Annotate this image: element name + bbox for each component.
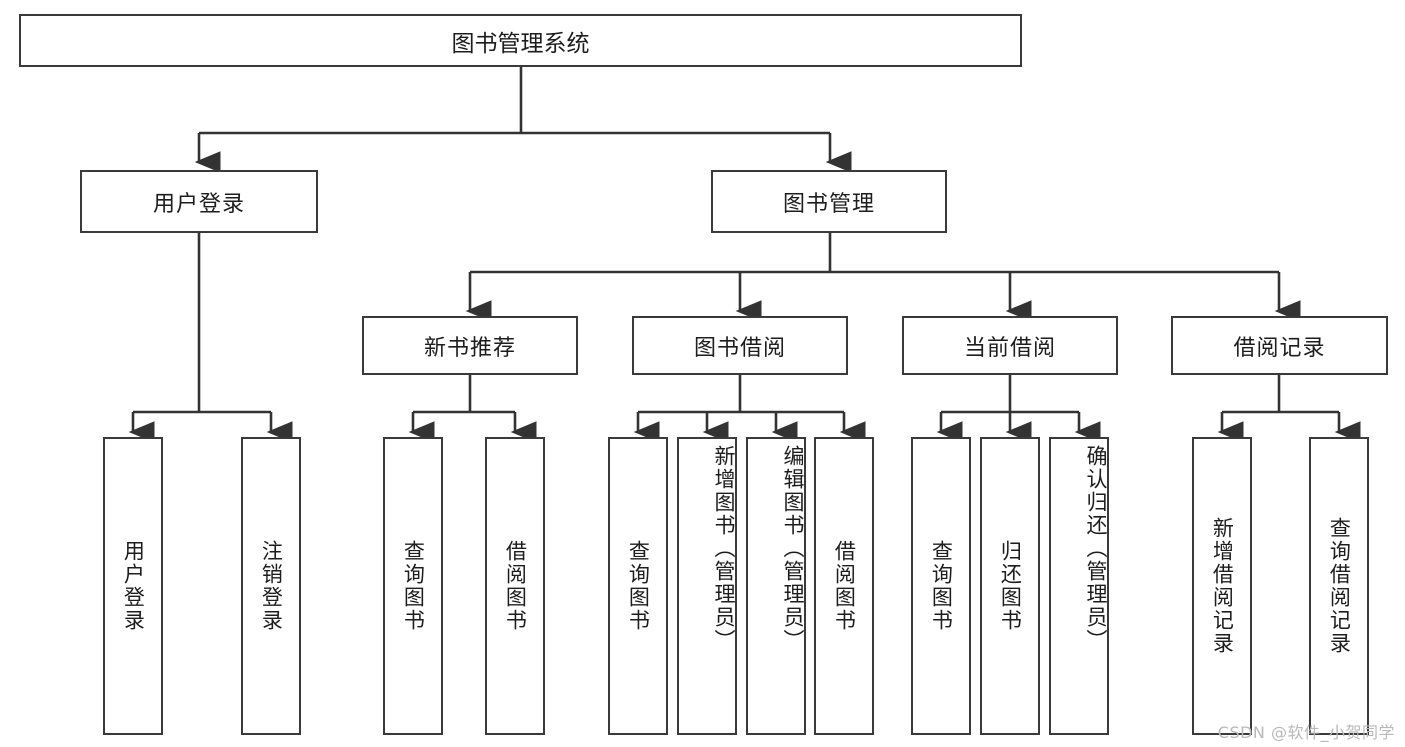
- leaf-query-book-2[interactable]: 查询图书: [608, 437, 668, 735]
- node-user-login-label: 用户登录: [152, 191, 245, 217]
- leaf-query-book-2-label: 查询图书: [626, 540, 651, 632]
- leaf-add-book-label: 新增图书（管理员）: [712, 445, 736, 652]
- leaf-query-record-label: 查询借阅记录: [1327, 517, 1352, 655]
- leaf-borrow-book-1-label: 借阅图书: [503, 540, 528, 632]
- leaf-logout[interactable]: 注销登录: [241, 437, 301, 735]
- leaf-query-book-1-label: 查询图书: [401, 540, 426, 632]
- leaf-borrow-book-2[interactable]: 借阅图书: [814, 437, 874, 735]
- leaf-borrow-book-1[interactable]: 借阅图书: [485, 437, 545, 735]
- leaf-edit-book-label: 编辑图书（管理员）: [781, 445, 805, 652]
- leaf-confirm-return-label: 确认归还（管理员）: [1084, 445, 1108, 652]
- leaf-return-book-label: 归还图书: [998, 540, 1023, 632]
- node-book-management-label: 图书管理: [782, 191, 875, 217]
- node-book-borrow-label: 图书借阅: [693, 335, 786, 361]
- node-book-borrow[interactable]: 图书借阅: [632, 316, 848, 375]
- node-new-book-recommend[interactable]: 新书推荐: [362, 316, 578, 375]
- leaf-confirm-return[interactable]: 确认归还（管理员）: [1049, 437, 1109, 735]
- leaf-add-record-label: 新增借阅记录: [1210, 517, 1235, 655]
- leaf-add-record[interactable]: 新增借阅记录: [1192, 437, 1252, 735]
- node-user-login[interactable]: 用户登录: [80, 170, 318, 233]
- leaf-user-login[interactable]: 用户登录: [103, 437, 163, 735]
- node-current-borrow-label: 当前借阅: [963, 335, 1056, 361]
- node-borrow-record-label: 借阅记录: [1233, 335, 1326, 361]
- leaf-query-book-1[interactable]: 查询图书: [383, 437, 443, 735]
- node-root-system[interactable]: 图书管理系统: [19, 14, 1022, 67]
- csdn-watermark: CSDN @软件_小贺同学: [1217, 723, 1395, 742]
- node-current-borrow[interactable]: 当前借阅: [902, 316, 1118, 375]
- leaf-return-book[interactable]: 归还图书: [980, 437, 1040, 735]
- leaf-borrow-book-2-label: 借阅图书: [832, 540, 857, 632]
- node-root-label: 图书管理系统: [451, 30, 590, 57]
- leaf-query-book-3-label: 查询图书: [929, 540, 954, 632]
- leaf-query-book-3[interactable]: 查询图书: [911, 437, 971, 735]
- leaf-logout-label: 注销登录: [259, 540, 284, 632]
- node-book-management[interactable]: 图书管理: [711, 170, 947, 233]
- leaf-user-login-label: 用户登录: [121, 540, 146, 632]
- leaf-edit-book[interactable]: 编辑图书（管理员）: [746, 437, 806, 735]
- leaf-add-book[interactable]: 新增图书（管理员）: [677, 437, 737, 735]
- leaf-query-record[interactable]: 查询借阅记录: [1309, 437, 1369, 735]
- node-borrow-record[interactable]: 借阅记录: [1171, 316, 1388, 375]
- node-new-book-recommend-label: 新书推荐: [423, 335, 516, 361]
